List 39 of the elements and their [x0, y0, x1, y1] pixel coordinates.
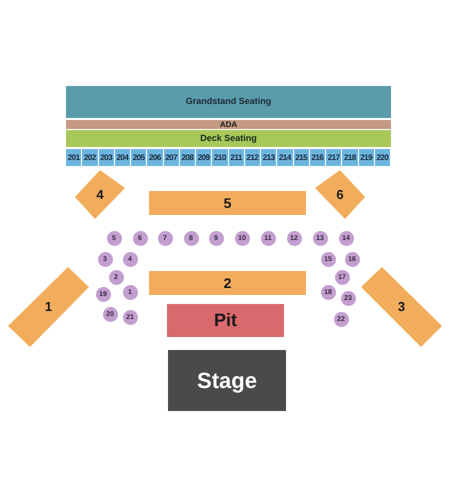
- grandstand-section: [66, 86, 391, 118]
- section-number: 208: [181, 152, 194, 164]
- section-number: 211: [230, 152, 242, 164]
- section-number: 216: [311, 152, 324, 164]
- section-number: 207: [165, 152, 178, 164]
- pit-area: [167, 304, 284, 337]
- section-number: 2: [224, 274, 232, 292]
- ada-section: [66, 120, 391, 129]
- section-number: 4: [96, 186, 104, 204]
- seating-section: [228, 149, 245, 166]
- section-number: 205: [132, 152, 145, 164]
- seating-section: [149, 191, 306, 215]
- section-label: Deck Seating: [200, 134, 257, 143]
- section-number: 214: [278, 152, 291, 164]
- section-number: 203: [100, 152, 112, 164]
- section-number: 215: [295, 152, 308, 164]
- section-number: 6: [336, 186, 344, 204]
- section-number: 1: [44, 298, 52, 316]
- deck-section: [66, 130, 391, 147]
- area-label: Pit: [214, 309, 237, 332]
- section-number: 217: [328, 152, 340, 164]
- section-number: 206: [148, 152, 161, 164]
- section-number: 212: [246, 152, 258, 164]
- section-number: 213: [262, 152, 275, 164]
- section-number: 3: [398, 298, 406, 316]
- section-number: 209: [198, 152, 210, 164]
- section-number: 218: [344, 152, 356, 164]
- area-label: Stage: [197, 367, 257, 395]
- section-number: 201: [68, 152, 80, 164]
- section-number: 219: [360, 152, 372, 164]
- stage: [168, 350, 286, 411]
- section-number: 5: [224, 194, 232, 212]
- section-label: ADA: [220, 120, 238, 128]
- section-number: 204: [116, 152, 128, 164]
- section-number: 202: [84, 152, 96, 164]
- seating-section: [149, 271, 306, 295]
- section-number: 210: [214, 152, 226, 164]
- section-number: 220: [376, 152, 388, 164]
- section-label: Grandstand Seating: [186, 95, 272, 108]
